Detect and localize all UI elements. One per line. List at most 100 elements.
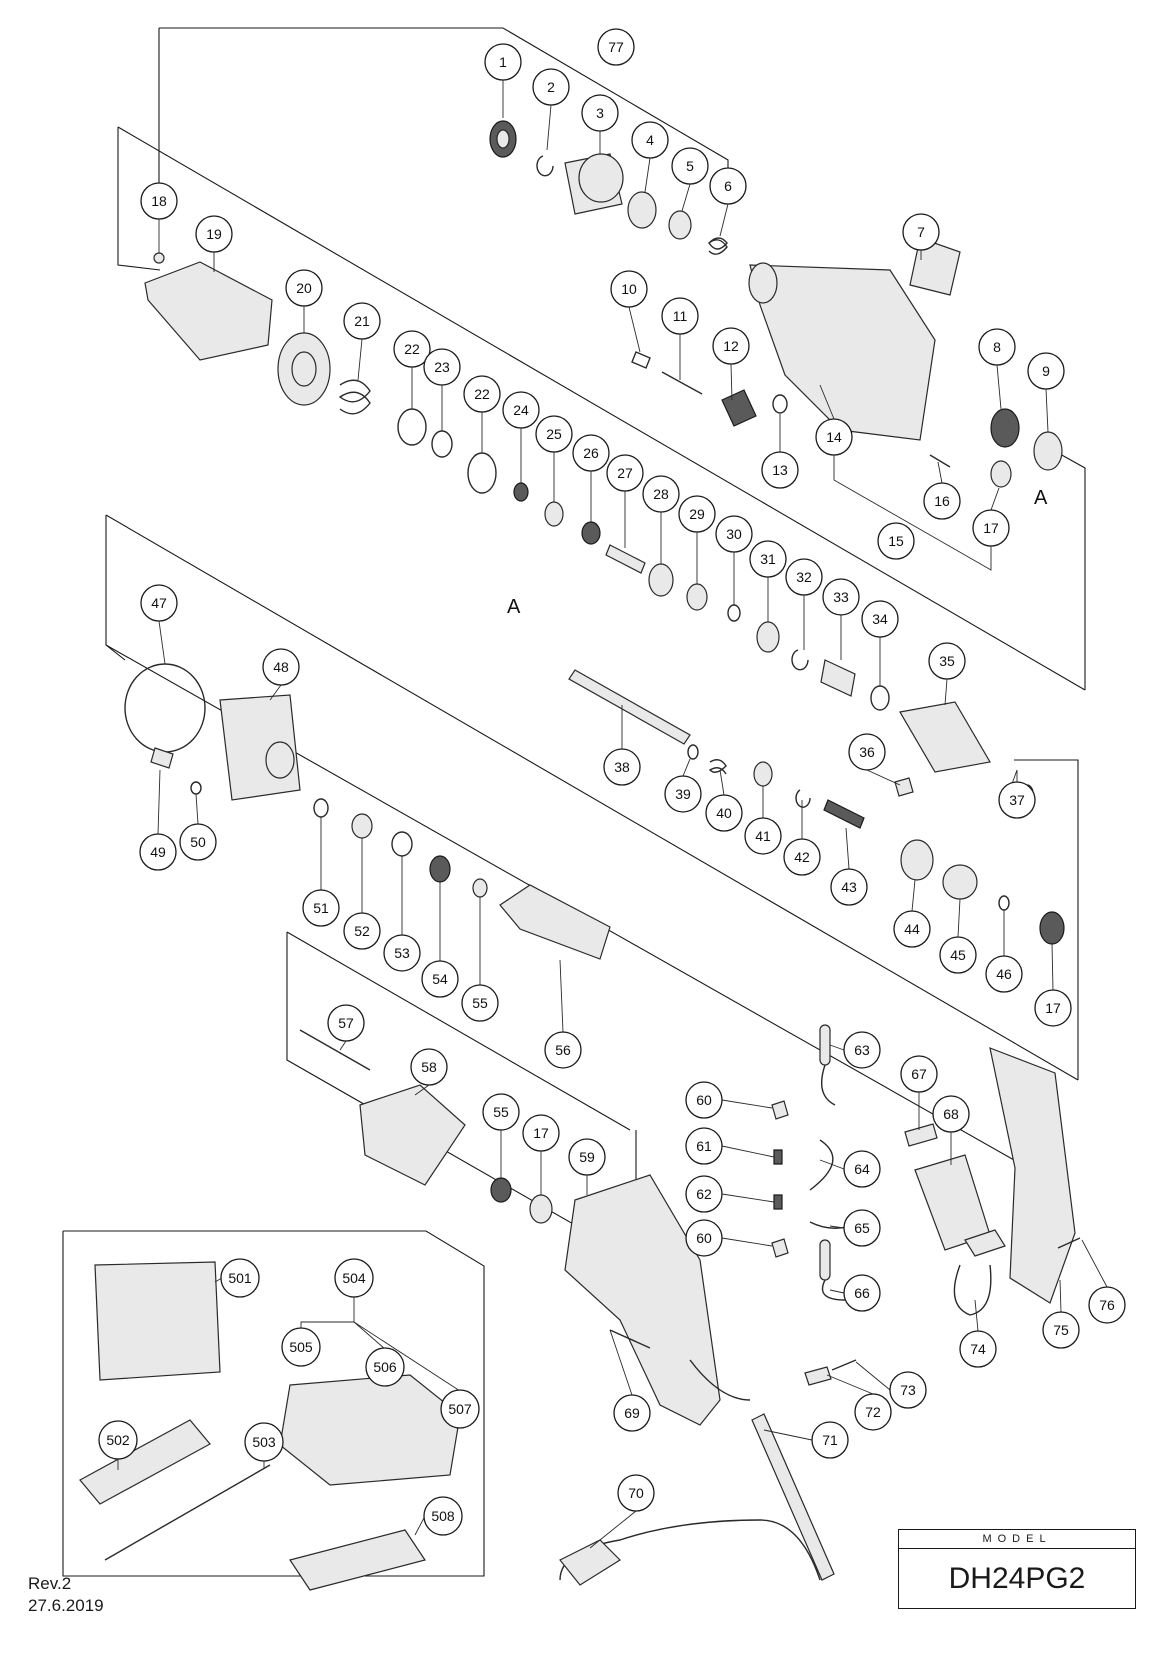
- gear-housing-part: [749, 264, 936, 441]
- callout-number: 501: [228, 1270, 252, 1286]
- part-callout-30: 30: [715, 515, 753, 553]
- reference-letter-a-lower: A: [507, 596, 521, 618]
- callout-number: 60: [696, 1230, 712, 1246]
- second-pinion-part: [568, 669, 691, 745]
- part-callout-508: 508: [423, 1496, 463, 1536]
- callout-number: 57: [338, 1015, 354, 1031]
- part-callout-59: 59: [568, 1138, 606, 1176]
- part-callout-18: 18: [140, 182, 178, 220]
- callout-circle: [661, 297, 699, 335]
- callout-number: 22: [404, 341, 420, 357]
- callout-circle: [98, 1420, 138, 1460]
- callout-circle: [854, 1393, 892, 1431]
- callout-number: 76: [1099, 1297, 1115, 1313]
- callout-circle: [281, 1327, 321, 1367]
- part-callout-54: 54: [421, 960, 459, 998]
- callout-number: 10: [621, 281, 637, 297]
- part-callout-5: 5: [671, 147, 709, 185]
- callout-number: 502: [106, 1432, 130, 1448]
- callout-number: 39: [675, 786, 691, 802]
- callout-number: 30: [726, 526, 742, 542]
- callout-number: 6: [724, 178, 732, 194]
- part-callout-65: 65: [843, 1209, 881, 1247]
- callout-circle: [463, 375, 501, 413]
- callout-circle: [685, 1219, 723, 1257]
- callout-circle: [642, 475, 680, 513]
- callout-number: 11: [673, 308, 688, 324]
- callout-circle: [285, 269, 323, 307]
- callout-circle: [544, 1031, 582, 1069]
- callout-number: 12: [723, 338, 739, 354]
- callout-circle: [830, 868, 868, 906]
- part-callout-11: 11: [661, 297, 699, 335]
- part-callout-16: 16: [923, 482, 961, 520]
- callout-circle: [902, 213, 940, 251]
- callout-circle: [843, 1150, 881, 1188]
- part-callout-34: 34: [861, 600, 899, 638]
- callout-circle: [572, 434, 610, 472]
- part-callout-67: 67: [900, 1055, 938, 1093]
- callout-circle: [597, 28, 635, 66]
- callout-circle: [393, 330, 431, 368]
- callout-circle: [220, 1258, 260, 1298]
- part-callout-60: 60: [685, 1081, 723, 1119]
- callout-circle: [939, 936, 977, 974]
- part-callout-43: 43: [830, 868, 868, 906]
- callout-number: 18: [151, 193, 167, 209]
- callout-number: 15: [888, 533, 904, 549]
- callout-number: 5: [686, 158, 694, 174]
- callout-circle: [139, 833, 177, 871]
- part-callout-1: 1: [484, 43, 522, 81]
- model-box: MODEL DH24PG2: [898, 1529, 1136, 1609]
- part-callout-75: 75: [1042, 1311, 1080, 1349]
- model-name: DH24PG2: [948, 1562, 1086, 1595]
- callout-number: 77: [608, 39, 624, 55]
- callout-number: 50: [190, 834, 206, 850]
- part-callout-49: 49: [139, 833, 177, 871]
- gear-part: [942, 864, 978, 900]
- callout-number: 68: [943, 1106, 959, 1122]
- callout-number: 25: [546, 426, 562, 442]
- callout-number: 43: [841, 879, 857, 895]
- callout-number: 74: [970, 1341, 986, 1357]
- part-callout-55: 55: [482, 1093, 520, 1131]
- callout-circle: [522, 1114, 560, 1152]
- callout-number: 23: [434, 359, 450, 375]
- cord-armor-part: [751, 1413, 835, 1581]
- part-callout-506: 506: [365, 1347, 405, 1387]
- callout-number: 55: [472, 995, 488, 1011]
- callout-circle: [923, 482, 961, 520]
- callout-circle: [1088, 1286, 1126, 1324]
- part-callout-44: 44: [893, 910, 931, 948]
- part-callout-51: 51: [302, 889, 340, 927]
- callout-circle: [709, 167, 747, 205]
- callout-circle: [610, 270, 648, 308]
- leader-lines: [117, 80, 1108, 1549]
- part-callout-42: 42: [783, 838, 821, 876]
- callout-circle: [482, 1093, 520, 1131]
- noise-suppressor-part: [819, 1024, 831, 1066]
- callout-circle: [343, 302, 381, 340]
- part-number-callouts: 1277345678910111213141516171819202122232…: [98, 28, 1126, 1536]
- callout-circle: [749, 540, 787, 578]
- callout-circle: [685, 1127, 723, 1165]
- callout-circle: [484, 43, 522, 81]
- callout-circle: [843, 1209, 881, 1247]
- callout-circle: [327, 1004, 365, 1042]
- callout-circle: [423, 348, 461, 386]
- callout-circle: [1042, 1311, 1080, 1349]
- callout-circle: [334, 1258, 374, 1298]
- part-shapes: [79, 120, 1081, 1591]
- callout-number: 7: [917, 224, 925, 240]
- part-callout-20: 20: [285, 269, 323, 307]
- callout-circle: [1034, 989, 1072, 1027]
- callout-number: 55: [493, 1104, 509, 1120]
- part-callout-7: 7: [902, 213, 940, 251]
- power-plug-part: [559, 1539, 621, 1586]
- part-callout-72: 72: [854, 1393, 892, 1431]
- part-callout-60: 60: [685, 1219, 723, 1257]
- part-callout-50: 50: [179, 823, 217, 861]
- callout-number: 45: [950, 947, 966, 963]
- model-label: MODEL: [899, 1530, 1135, 1549]
- callout-number: 73: [900, 1382, 916, 1398]
